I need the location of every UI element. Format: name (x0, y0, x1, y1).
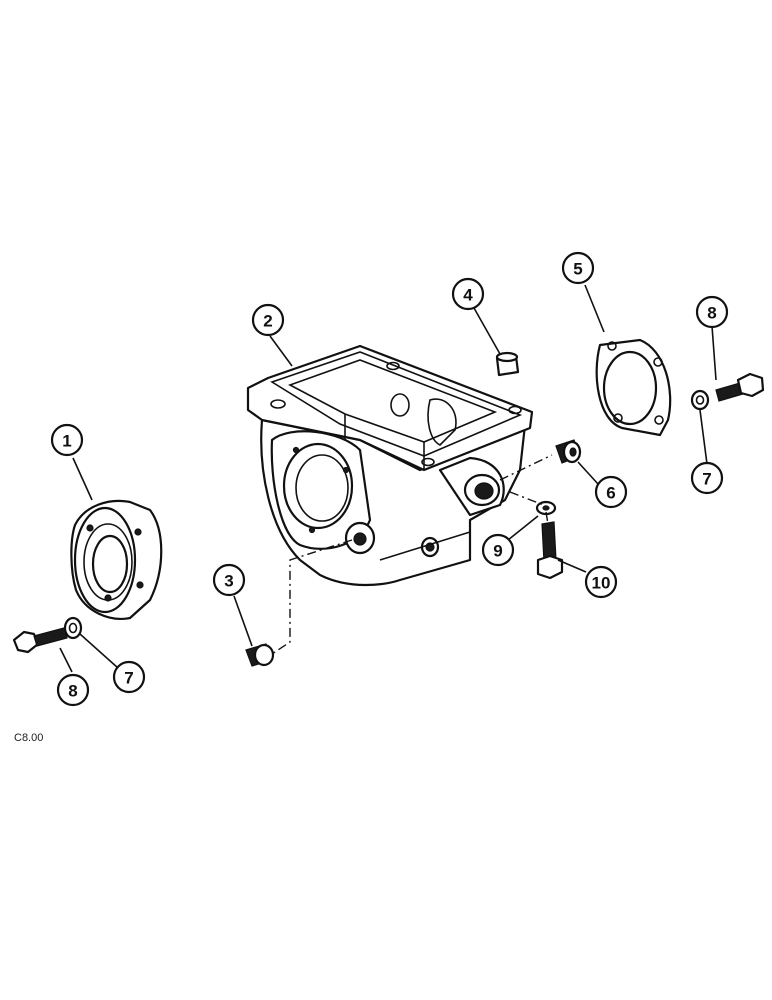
callout-10: 10 (584, 565, 618, 599)
left-bolt-part (12, 627, 68, 654)
callout-7-right: 7 (690, 461, 724, 495)
callout-9-label: 9 (493, 542, 502, 561)
callout-2-label: 2 (263, 312, 272, 331)
callout-7-left: 7 (112, 660, 146, 694)
callout-8-left-label: 8 (68, 682, 77, 701)
callout-3: 3 (212, 563, 246, 597)
housing-part (246, 344, 534, 587)
callout-5: 5 (561, 251, 595, 285)
plug-part-6 (555, 439, 582, 464)
callout-7-right-label: 7 (702, 470, 711, 489)
callout-8-right-label: 8 (707, 304, 716, 323)
callout-4-label: 4 (463, 286, 473, 305)
callout-9: 9 (481, 533, 515, 567)
bushing-part (495, 351, 520, 377)
right-washer-part (690, 389, 710, 411)
callout-8-right: 8 (695, 295, 729, 329)
plug-part-3 (245, 643, 275, 667)
callout-5-label: 5 (573, 260, 582, 279)
assembly-lines (271, 454, 553, 655)
callout-7-left-label: 7 (124, 669, 133, 688)
callout-2: 2 (251, 303, 285, 337)
callout-6: 6 (594, 475, 628, 509)
callout-3-label: 3 (224, 572, 233, 591)
callout-1: 1 (50, 423, 84, 457)
left-washer-part (63, 616, 83, 640)
callout-1-label: 1 (62, 432, 71, 451)
callout-4: 4 (451, 277, 485, 311)
right-bolt-part (715, 372, 765, 402)
bolt-part-10 (536, 521, 564, 580)
right-gasket-part (595, 338, 672, 437)
callout-10-label: 10 (592, 574, 611, 593)
left-cover-part (70, 499, 163, 620)
callout-8-left: 8 (56, 673, 90, 707)
reference-code: C8.00 (14, 732, 44, 744)
leader-lines (59, 284, 717, 673)
callout-6-label: 6 (606, 484, 615, 503)
